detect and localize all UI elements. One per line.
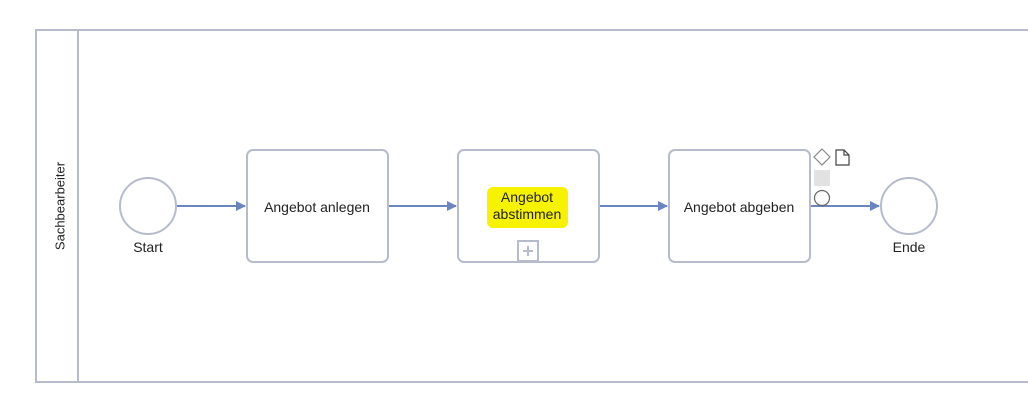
task-rect-icon[interactable] bbox=[814, 170, 830, 186]
end-event-label: Ende bbox=[893, 239, 926, 255]
task-angebot-anlegen-box bbox=[246, 149, 389, 263]
lane-label: Sachbearbeiter bbox=[52, 161, 67, 250]
task-angebot-abgeben-label: Angebot abgeben bbox=[684, 199, 795, 215]
gateway-diamond-icon[interactable] bbox=[813, 148, 831, 166]
context-pad bbox=[813, 148, 850, 207]
subprocess-label-line2: abstimmen bbox=[493, 206, 561, 222]
subprocess-label-line1: Angebot bbox=[501, 189, 553, 205]
pool[interactable]: Sachbearbeiter bbox=[35, 29, 1028, 383]
event-circle-icon[interactable] bbox=[813, 189, 831, 207]
subprocess-angebot-abstimmen[interactable]: Angebot abstimmen bbox=[457, 149, 600, 263]
start-event[interactable]: Start bbox=[119, 177, 177, 255]
task-angebot-anlegen-label: Angebot anlegen bbox=[264, 199, 370, 215]
task-angebot-anlegen[interactable]: Angebot anlegen bbox=[246, 149, 389, 263]
data-object-icon[interactable] bbox=[835, 149, 850, 166]
pool-border bbox=[35, 29, 1028, 383]
task-angebot-abgeben-box bbox=[668, 149, 811, 263]
start-event-circle bbox=[119, 177, 177, 235]
end-event-circle bbox=[880, 177, 938, 235]
task-angebot-abgeben[interactable]: Angebot abgeben bbox=[668, 149, 811, 263]
plus-square-icon[interactable] bbox=[517, 240, 539, 262]
start-event-label: Start bbox=[133, 239, 163, 255]
end-event[interactable]: Ende bbox=[880, 177, 938, 255]
label-highlight bbox=[487, 187, 568, 228]
